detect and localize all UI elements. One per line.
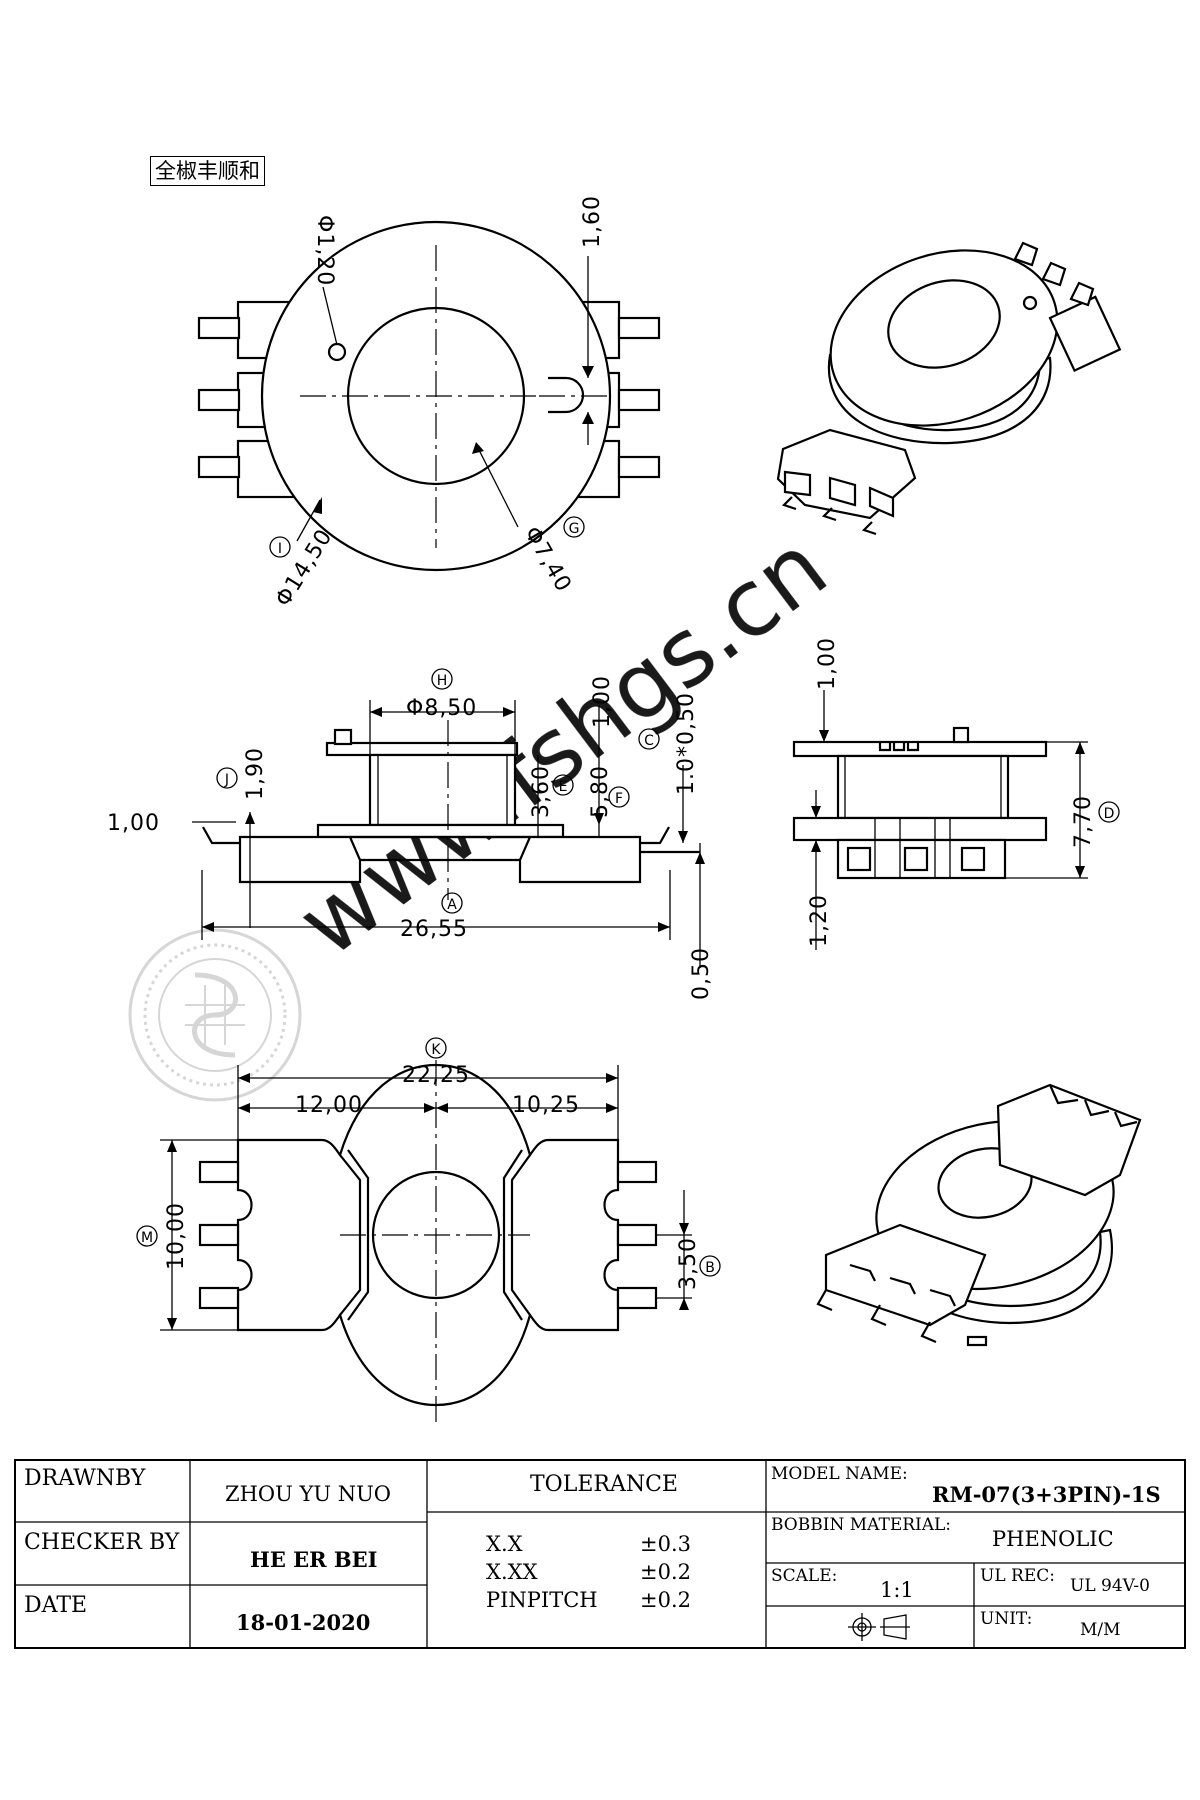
dim-total-h-e: 5,80 [588,765,613,818]
dim-overall-len: 26,55 [400,917,468,942]
dim-inner-h: 3,60 [529,765,554,818]
drawn-by-value: ZHOU YU NUO [225,1482,392,1506]
callout-b: B [699,1255,721,1277]
projection-symbol-icon [848,1613,910,1641]
tolerance-value-1: ±0.3 [640,1532,691,1556]
callout-h: H [431,668,453,690]
checker-label: CHECKER BY [24,1530,180,1555]
callout-g: G [563,516,585,538]
dim-side-height: 7,70 [1071,795,1096,848]
svg-text:D: D [1104,806,1115,822]
dim-side-flange-thk: 1,00 [815,637,840,690]
isometric-top-view [776,241,1122,536]
svg-text:G: G [569,521,580,537]
dim-top-h1: 1,90 [243,747,268,800]
side-view: 1,00 7,70 1,20 D [792,637,1120,950]
tolerance-value-3: ±0.2 [640,1588,691,1612]
svg-text:K: K [431,1042,441,1058]
scale-value: 1:1 [880,1578,914,1602]
callout-k: K [425,1037,447,1059]
dim-pin-pitch: 3,50 [676,1237,701,1290]
date-label: DATE [24,1593,88,1618]
dim-outer-dia: Φ14,50 [271,525,338,611]
bottom-view: 22,25 12,00 10,25 10,00 3,50 K M B [136,1037,721,1425]
callout-m: M [136,1225,158,1247]
dim-inner-dia: Φ7,40 [519,523,576,597]
svg-text:H: H [437,673,448,689]
unit-label: UNIT: [980,1609,1033,1629]
tolerance-name-2: X.XX [486,1560,538,1584]
isometric-bottom-view [816,1083,1142,1347]
title-block-frame [14,1459,1186,1649]
svg-text:B: B [705,1260,715,1276]
dim-lead-gap: 1,00 [107,811,160,836]
callout-d: D [1098,801,1120,823]
tolerance-name-3: PINPITCH [486,1588,598,1612]
front-view: Φ8,50 1,00 1.0*0,50 1,90 1,00 3,60 5,80 … [107,668,714,1000]
dim-total-width: 22,25 [402,1063,470,1088]
svg-text:E: E [559,779,568,795]
watermark-seal [128,928,302,1102]
drawn-by-label: DRAWNBY [24,1466,146,1491]
tolerance-value-2: ±0.2 [640,1560,691,1584]
dim-hole-dia: Φ1,20 [312,215,337,286]
unit-value: M/M [1080,1620,1121,1640]
callout-e: E [552,774,574,796]
ul-label: UL REC: [980,1566,1055,1586]
brand-label: 全椒丰顺和 [150,156,265,186]
callout-f: F [608,786,630,808]
dim-right-width: 10,25 [512,1093,580,1118]
dim-flange-width: Φ8,50 [406,696,477,721]
top-view: Φ1,20 1,60 Φ14,50 Φ7,40 I G [197,195,661,611]
callout-j: J [216,767,238,789]
svg-text:A: A [447,897,457,913]
model-label: MODEL NAME: [771,1464,908,1484]
svg-text:I: I [278,541,282,557]
dim-side-base: 1,20 [807,894,832,947]
svg-text:M: M [141,1230,153,1246]
material-label: BOBBIN MATERIAL: [771,1515,952,1535]
callout-c: C [638,728,660,750]
dim-top-gap: 1,60 [580,195,605,248]
checker-value: HE ER BEI [250,1547,378,1572]
dim-flange-thk-top: 1,00 [590,675,615,728]
material-value: PHENOLIC [992,1527,1114,1551]
tolerance-label: TOLERANCE [530,1472,678,1497]
model-value: RM-07(3+3PIN)-1S [932,1482,1161,1507]
dim-pin-thk: 0,50 [689,947,714,1000]
dim-left-width: 12,00 [295,1093,363,1118]
svg-text:J: J [224,772,229,788]
dim-pin-size: 1.0*0,50 [674,692,699,795]
svg-text:F: F [615,791,623,807]
scale-label: SCALE: [771,1566,838,1586]
date-value: 18-01-2020 [236,1610,371,1635]
svg-text:C: C [644,733,654,749]
callout-a: A [441,892,463,914]
ul-value: UL 94V-0 [1070,1576,1150,1596]
callout-i: I [269,536,291,558]
dim-overall-depth: 10,00 [164,1202,189,1270]
tolerance-name-1: X.X [486,1532,523,1556]
